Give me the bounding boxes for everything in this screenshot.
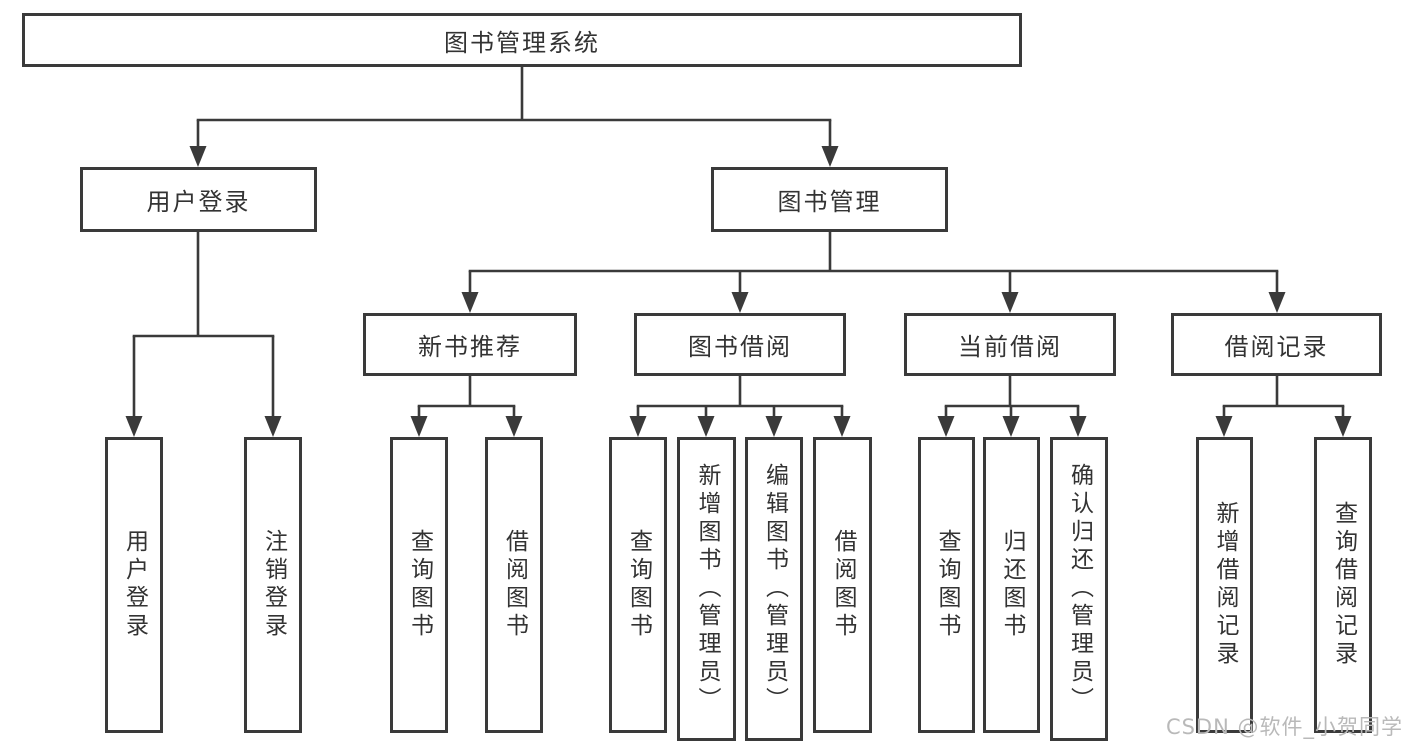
node-user-login: 用户登录	[80, 167, 317, 232]
node-book-borrowing: 图书借阅	[634, 313, 846, 376]
node-label: 借阅记录	[1224, 333, 1329, 361]
node-label: 图书管理	[777, 188, 882, 216]
node-leaf-return-book: 归还图书	[983, 437, 1040, 733]
node-label: 查询图书	[406, 529, 433, 641]
node-label: 注销登录	[260, 529, 287, 641]
node-label: 编辑图书（管理员）	[761, 463, 788, 715]
node-label: 用户登录	[121, 529, 148, 641]
node-leaf-edit-book-admin: 编辑图书（管理员）	[745, 437, 803, 741]
node-borrow-records: 借阅记录	[1171, 313, 1382, 376]
node-leaf-query-borrow-record: 查询借阅记录	[1314, 437, 1372, 733]
node-leaf-user-login: 用户登录	[105, 437, 163, 733]
node-leaf-logout: 注销登录	[244, 437, 302, 733]
node-library-system: 图书管理系统	[22, 13, 1022, 67]
node-label: 新增图书（管理员）	[694, 463, 720, 715]
node-label: 查询借阅记录	[1330, 501, 1357, 669]
node-new-book-recommend: 新书推荐	[363, 313, 577, 376]
node-label: 图书管理系统	[444, 28, 600, 57]
node-leaf-confirm-return-admin: 确认归还（管理员）	[1050, 437, 1108, 741]
node-leaf-add-borrow-record: 新增借阅记录	[1196, 437, 1253, 733]
node-leaf-borrow-book: 借阅图书	[813, 437, 872, 733]
node-label: 借阅图书	[830, 529, 856, 641]
node-label: 新增借阅记录	[1212, 501, 1238, 669]
node-label: 查询图书	[934, 529, 960, 641]
node-label: 新书推荐	[418, 333, 522, 361]
node-label: 确认归还（管理员）	[1066, 463, 1093, 715]
watermark-text: CSDN @软件_小贺同学	[1165, 715, 1403, 739]
node-label: 借阅图书	[501, 529, 528, 641]
node-current-borrowing: 当前借阅	[904, 313, 1116, 376]
node-label: 图书借阅	[688, 333, 792, 361]
node-label: 查询图书	[625, 529, 652, 641]
node-leaf-query-book-current: 查询图书	[918, 437, 975, 733]
node-book-management: 图书管理	[711, 167, 948, 232]
node-label: 归还图书	[999, 529, 1025, 641]
node-leaf-query-book-rec: 查询图书	[390, 437, 448, 733]
node-leaf-borrow-book-rec: 借阅图书	[485, 437, 543, 733]
node-label: 用户登录	[146, 188, 251, 216]
node-leaf-query-book-borrow: 查询图书	[609, 437, 667, 733]
node-label: 当前借阅	[958, 333, 1062, 361]
node-leaf-add-book-admin: 新增图书（管理员）	[677, 437, 736, 741]
